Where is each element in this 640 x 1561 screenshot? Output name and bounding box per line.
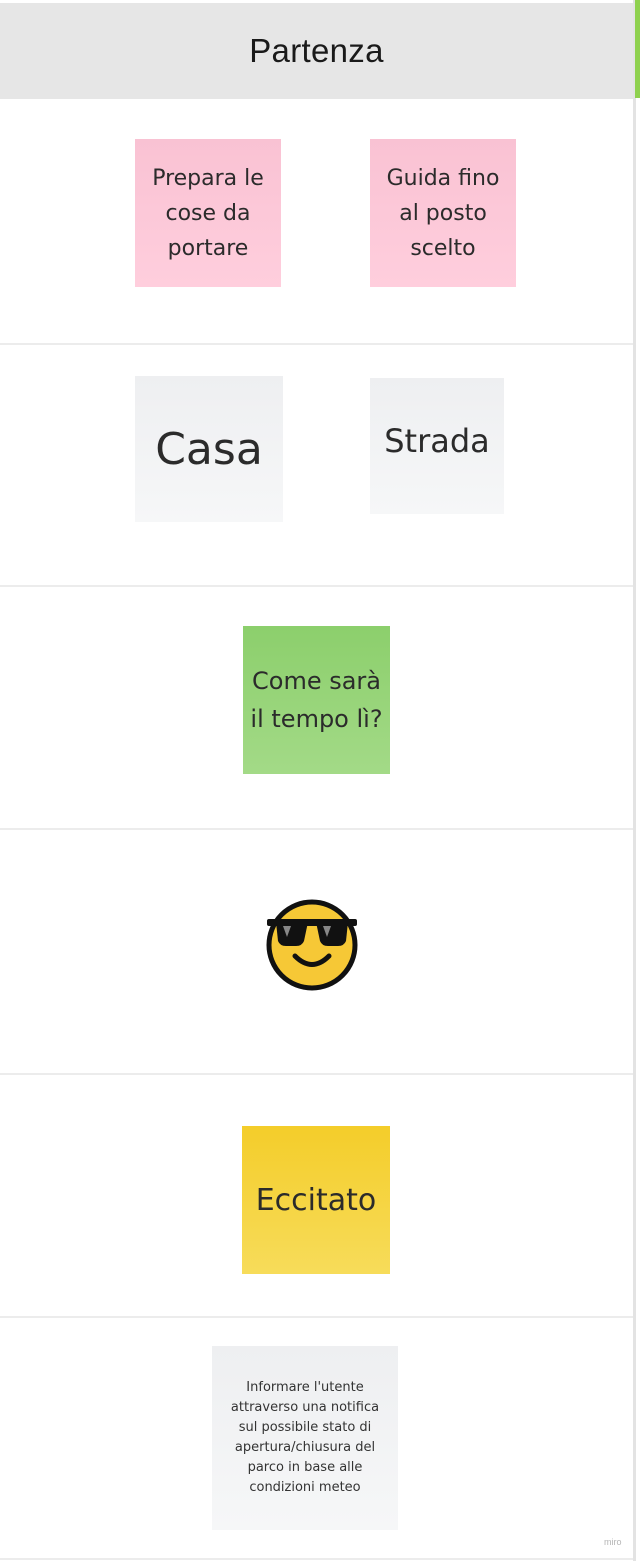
- sticky-note-strada[interactable]: Strada: [370, 378, 504, 514]
- sticky-note-text: Strada: [384, 422, 490, 460]
- smiling-face-with-sunglasses-icon[interactable]: [266, 899, 358, 991]
- stage-accent-bar: [635, 0, 640, 98]
- row-divider: [0, 343, 633, 345]
- sticky-note-text: Guida fino al posto scelto: [386, 165, 500, 261]
- sticky-note-prepara[interactable]: Prepara le cose da portare: [135, 139, 281, 287]
- sticky-note-casa[interactable]: Casa: [135, 376, 283, 522]
- miro-watermark: miro: [604, 1537, 622, 1547]
- sticky-note-text: Informare l'utente attraverso una notifi…: [230, 1380, 380, 1495]
- row-divider: [0, 828, 633, 830]
- stage-title: Partenza: [249, 32, 384, 69]
- sticky-note-guida[interactable]: Guida fino al posto scelto: [370, 139, 516, 287]
- stage-header[interactable]: Partenza: [0, 3, 633, 99]
- sticky-note-come-sara-il-tempo[interactable]: Come sarà il tempo lì?: [243, 626, 390, 774]
- row-divider: [0, 1558, 633, 1560]
- row-divider: [0, 585, 633, 587]
- sticky-note-text: Prepara le cose da portare: [152, 165, 264, 261]
- row-divider: [0, 1316, 633, 1318]
- sticky-note-text: Casa: [155, 423, 263, 475]
- column-border: [633, 0, 636, 1561]
- sticky-note-text: Eccitato: [255, 1182, 377, 1218]
- sticky-note-eccitato[interactable]: Eccitato: [242, 1126, 390, 1274]
- row-divider: [0, 1073, 633, 1075]
- sticky-note-informare-utente[interactable]: Informare l'utente attraverso una notifi…: [212, 1346, 398, 1530]
- sticky-note-text: Come sarà il tempo lì?: [250, 667, 383, 733]
